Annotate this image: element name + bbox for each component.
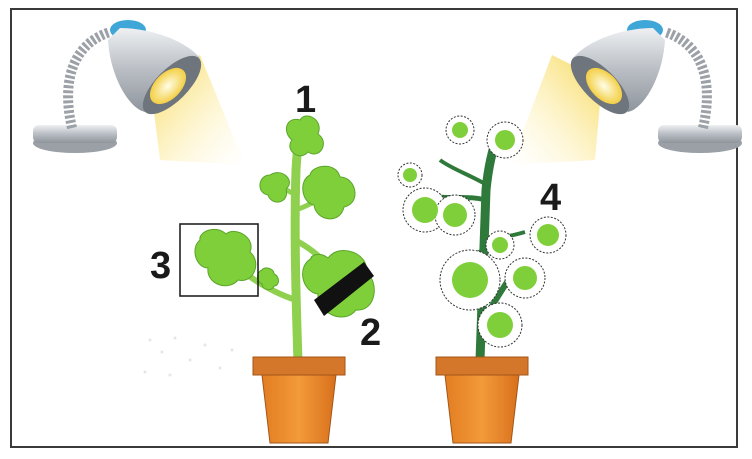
right-lamp-base-top bbox=[658, 125, 742, 143]
leaf-top bbox=[286, 116, 323, 156]
left-lamp-base-top bbox=[33, 125, 117, 143]
label-2: 2 bbox=[360, 312, 381, 354]
left-lamp-icon bbox=[33, 20, 245, 165]
right-pot bbox=[436, 357, 528, 443]
label-1: 1 bbox=[295, 79, 316, 121]
label-3: 3 bbox=[150, 245, 171, 287]
label-4: 4 bbox=[540, 177, 561, 219]
leaf-boxed bbox=[195, 229, 256, 285]
right-lamp-icon bbox=[510, 20, 742, 165]
left-pot-body bbox=[262, 375, 336, 443]
right-pot-rim bbox=[436, 357, 528, 375]
left-lamp-neck bbox=[68, 32, 110, 128]
left-pot-rim bbox=[253, 357, 345, 375]
right-pot-body bbox=[445, 375, 519, 443]
leaf-upper-right bbox=[303, 166, 355, 219]
left-pot bbox=[253, 357, 345, 443]
right-lamp-neck bbox=[665, 32, 707, 128]
faint-speckle bbox=[140, 325, 240, 380]
